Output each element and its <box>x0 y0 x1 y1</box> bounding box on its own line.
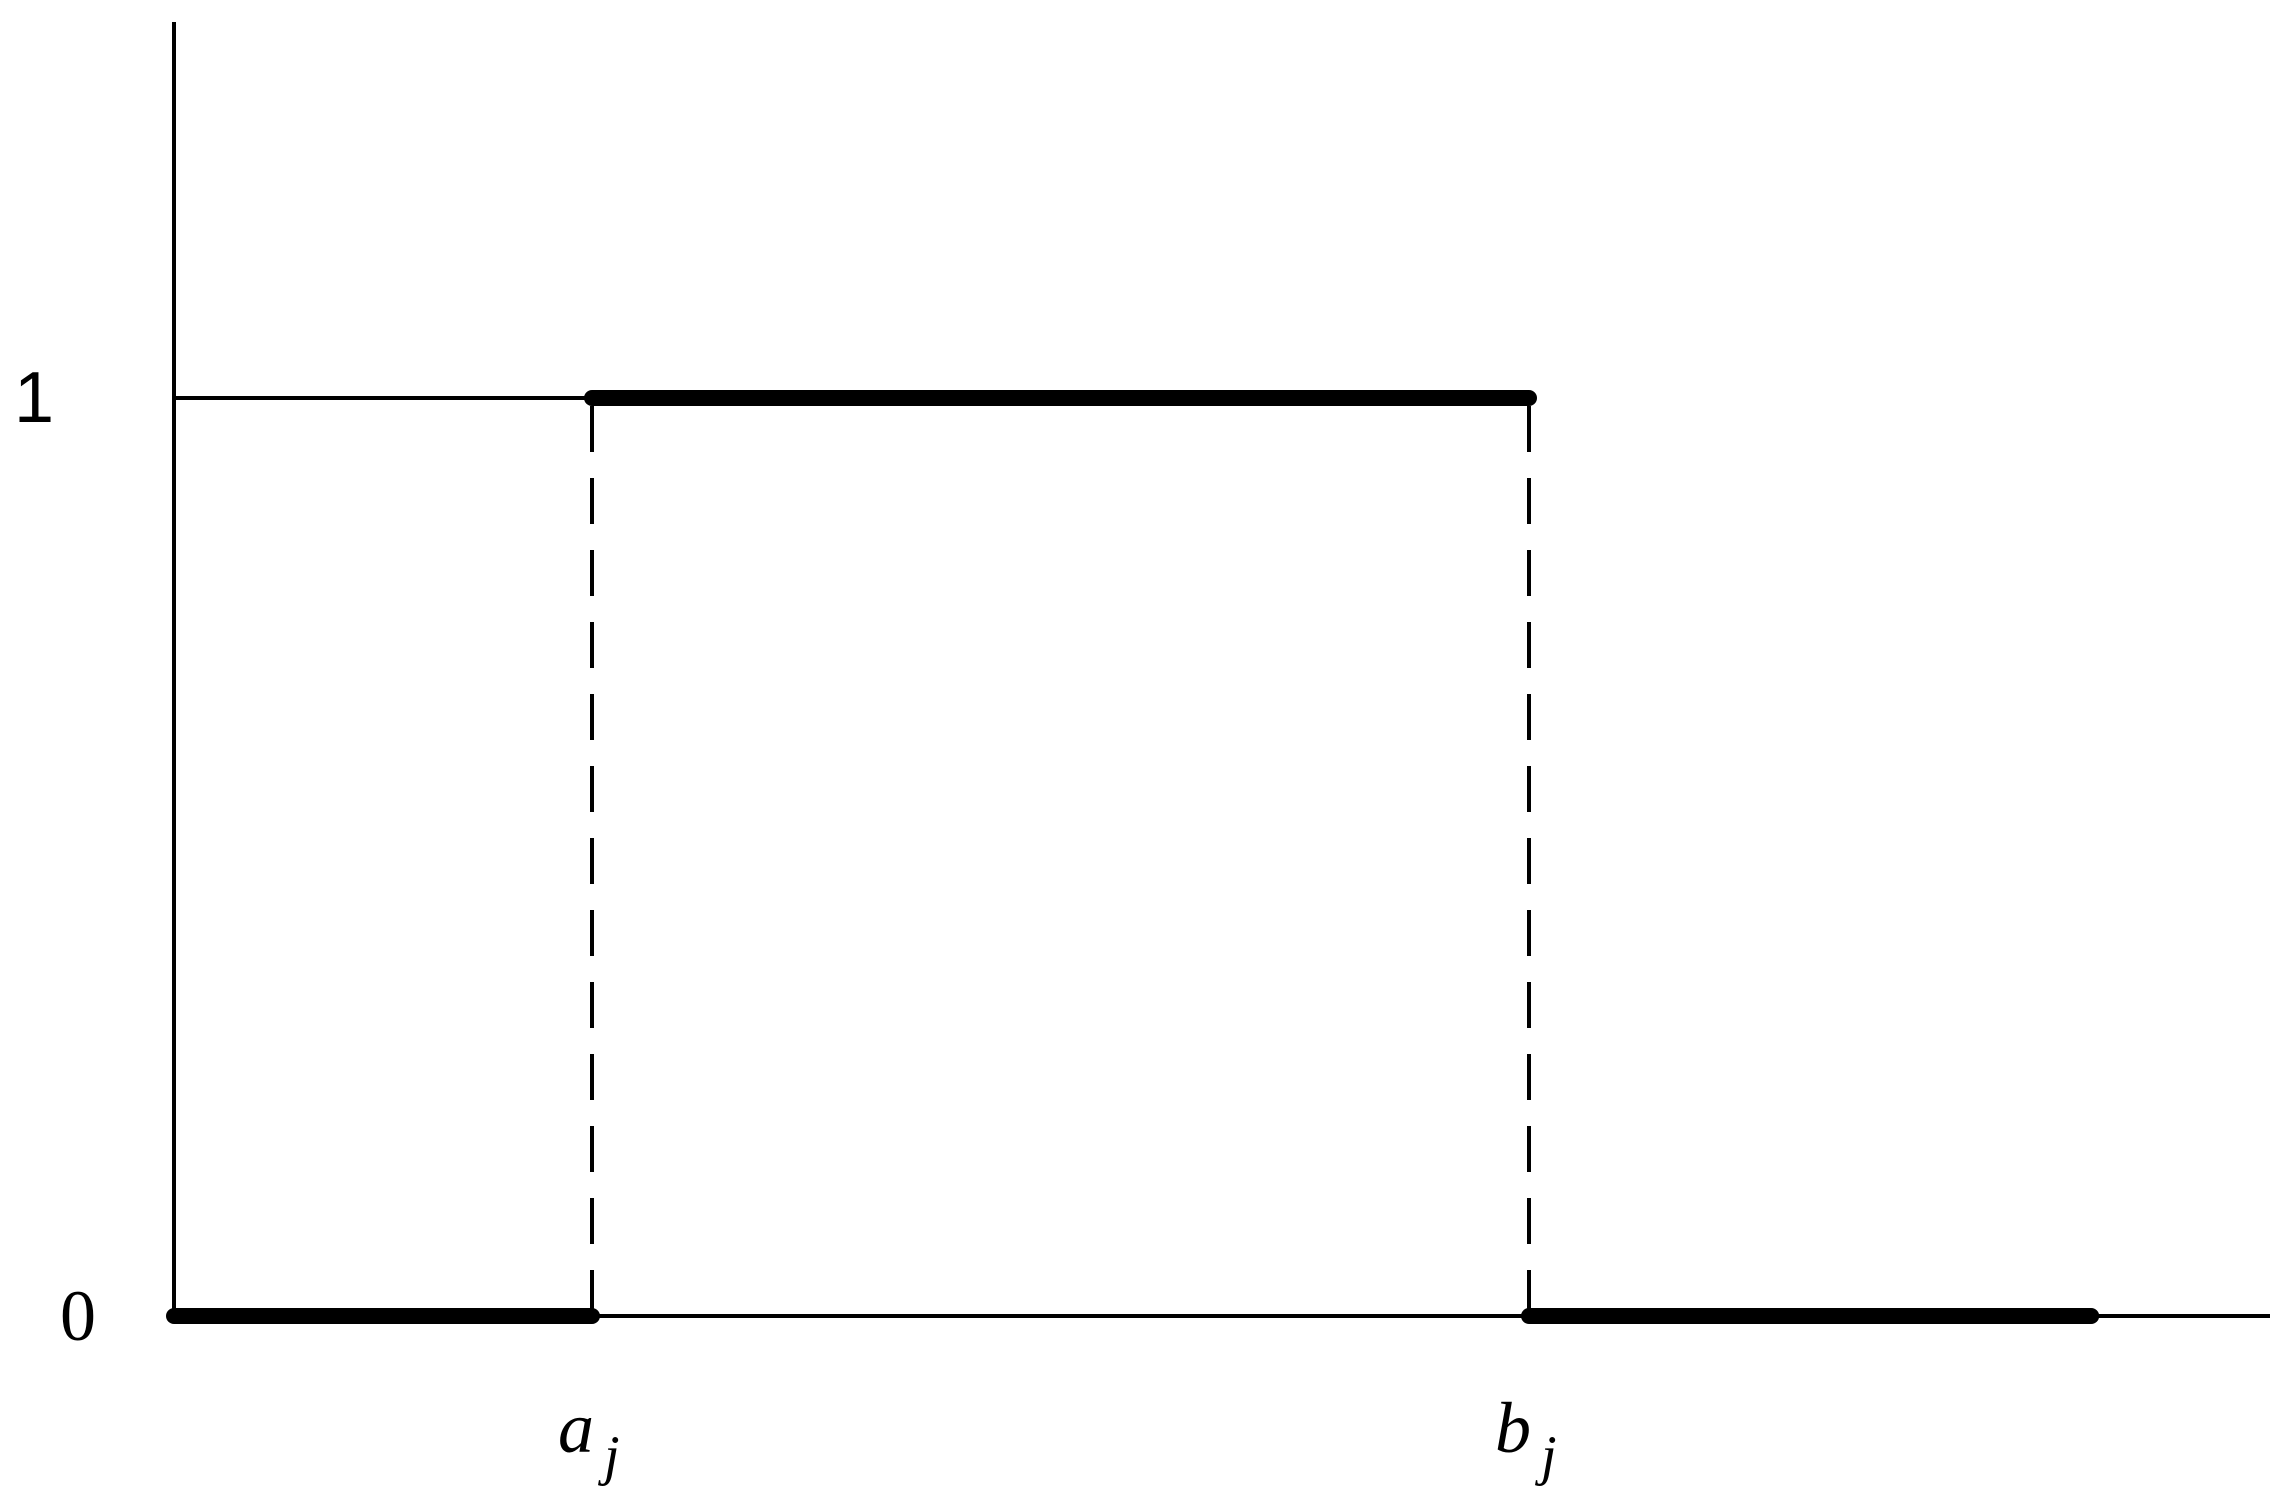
y-tick-label-1: 1 <box>14 358 54 438</box>
series-group <box>166 390 2100 1324</box>
y-tick-label-0: 0 <box>60 1276 96 1356</box>
axes <box>172 22 2270 1318</box>
